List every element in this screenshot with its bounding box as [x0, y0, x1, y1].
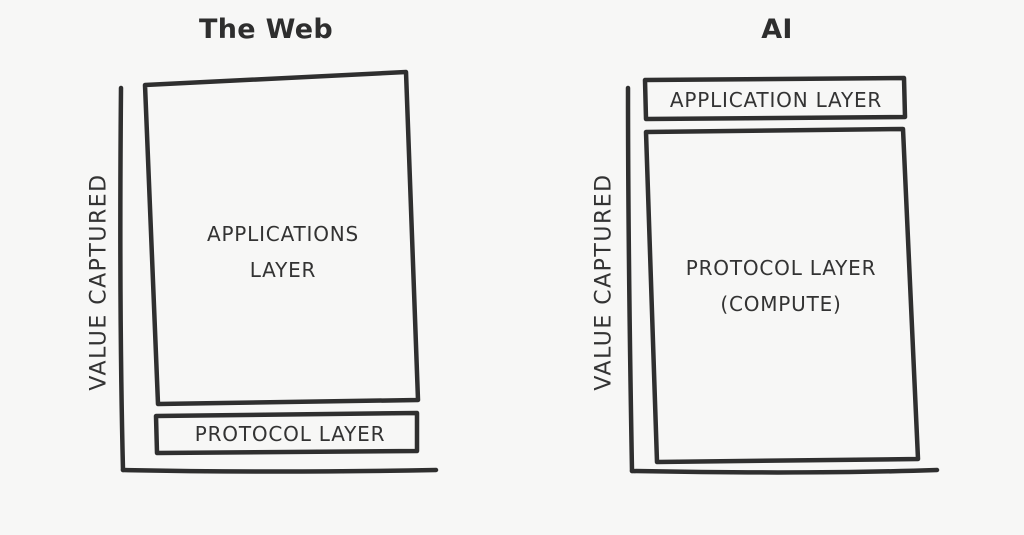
web-applications-label-line2: LAYER [249, 258, 317, 282]
ai-protocol-box [643, 126, 921, 465]
ai-protocol-label-line1: PROTOCOL LAYER [685, 256, 877, 280]
ai-y-axis [625, 85, 635, 474]
web-protocol-box [153, 410, 420, 456]
web-y-axis [118, 85, 126, 473]
web-axis-label: VALUE CAPTURED [86, 173, 112, 391]
ai-protocol-label: PROTOCOL LAYER (COMPUTE) [686, 250, 877, 322]
web-applications-box [142, 69, 421, 407]
ai-application-label: APPLICATION LAYER [669, 88, 883, 112]
ai-panel-title: AI [761, 14, 793, 45]
web-x-axis [120, 467, 439, 474]
web-panel-title: The Web [199, 14, 333, 45]
ai-axis-label: VALUE CAPTURED [591, 173, 617, 391]
web-protocol-label: PROTOCOL LAYER [194, 422, 386, 446]
web-applications-label-line1: APPLICATIONS [206, 222, 360, 246]
ai-x-axis [629, 467, 940, 475]
ai-protocol-label-line2: (COMPUTE) [720, 292, 842, 316]
web-applications-label: APPLICATIONS LAYER [207, 216, 359, 288]
ai-application-box [642, 75, 908, 122]
